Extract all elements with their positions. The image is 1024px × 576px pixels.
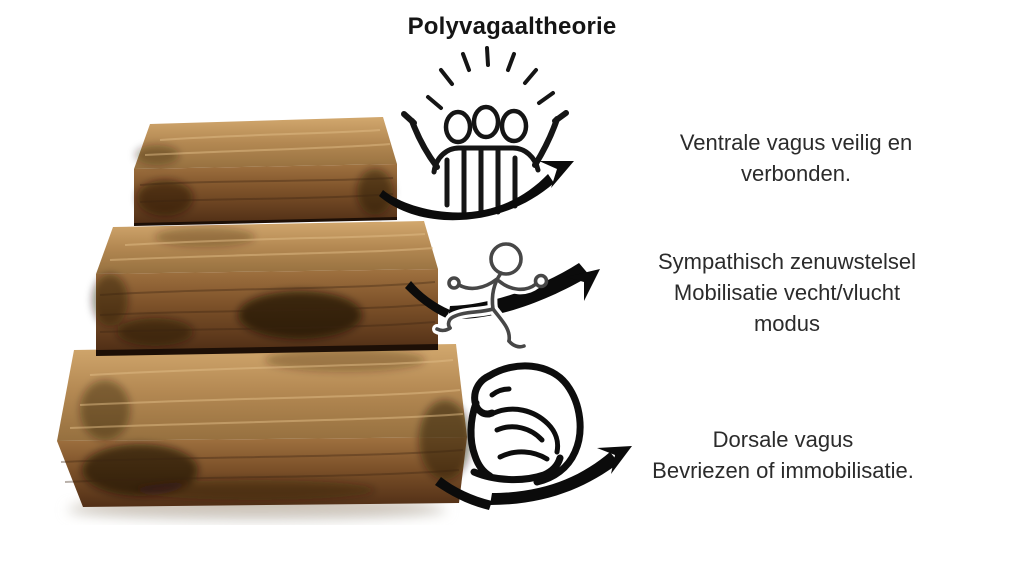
label-line: Bevriezen of immobilisatie. (652, 458, 914, 483)
label-ventral-vagus: Ventrale vagus veilig en verbonden. (626, 127, 966, 189)
label-line: Dorsale vagus (712, 427, 854, 452)
label-line: Sympathisch zenuwstelsel (657, 249, 916, 274)
wood-grain-lines (60, 177, 464, 483)
label-line: modus (753, 311, 821, 336)
crouched-person-icon (467, 362, 584, 486)
label-sympathetic: Sympathisch zenuwstelsel Mobilisatie vec… (617, 246, 957, 339)
label-line: verbonden. (740, 161, 852, 186)
wooden-steps-image (57, 117, 471, 521)
celebration-rays (426, 46, 555, 110)
wood-highlight-lines (69, 129, 464, 429)
label-line: Mobilisatie vecht/vlucht (673, 280, 901, 305)
label-dorsal-vagus: Dorsale vagus Bevriezen of immobilisatie… (613, 424, 953, 486)
wooden-step-top (134, 117, 397, 226)
wooden-step-middle (92, 221, 438, 356)
page-title: Polyvagaaltheorie (407, 13, 617, 40)
label-line: Ventrale vagus veilig en (679, 130, 913, 155)
